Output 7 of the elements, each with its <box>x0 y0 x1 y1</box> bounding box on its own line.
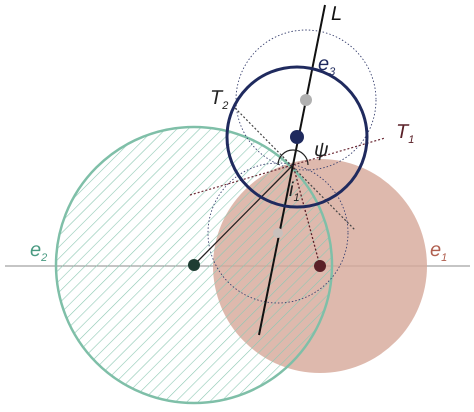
tangent-label: T$_{1}$ <box>396 122 414 146</box>
tangent-label: T$_{2}$ <box>210 88 228 112</box>
circle-label: e$_{2}$ <box>30 240 48 264</box>
circle-label: e$_{1}$ <box>430 240 448 264</box>
line-label: L <box>331 4 342 24</box>
point-label: i$_{1}$ <box>289 180 300 204</box>
angle-label: ψ <box>314 140 329 160</box>
